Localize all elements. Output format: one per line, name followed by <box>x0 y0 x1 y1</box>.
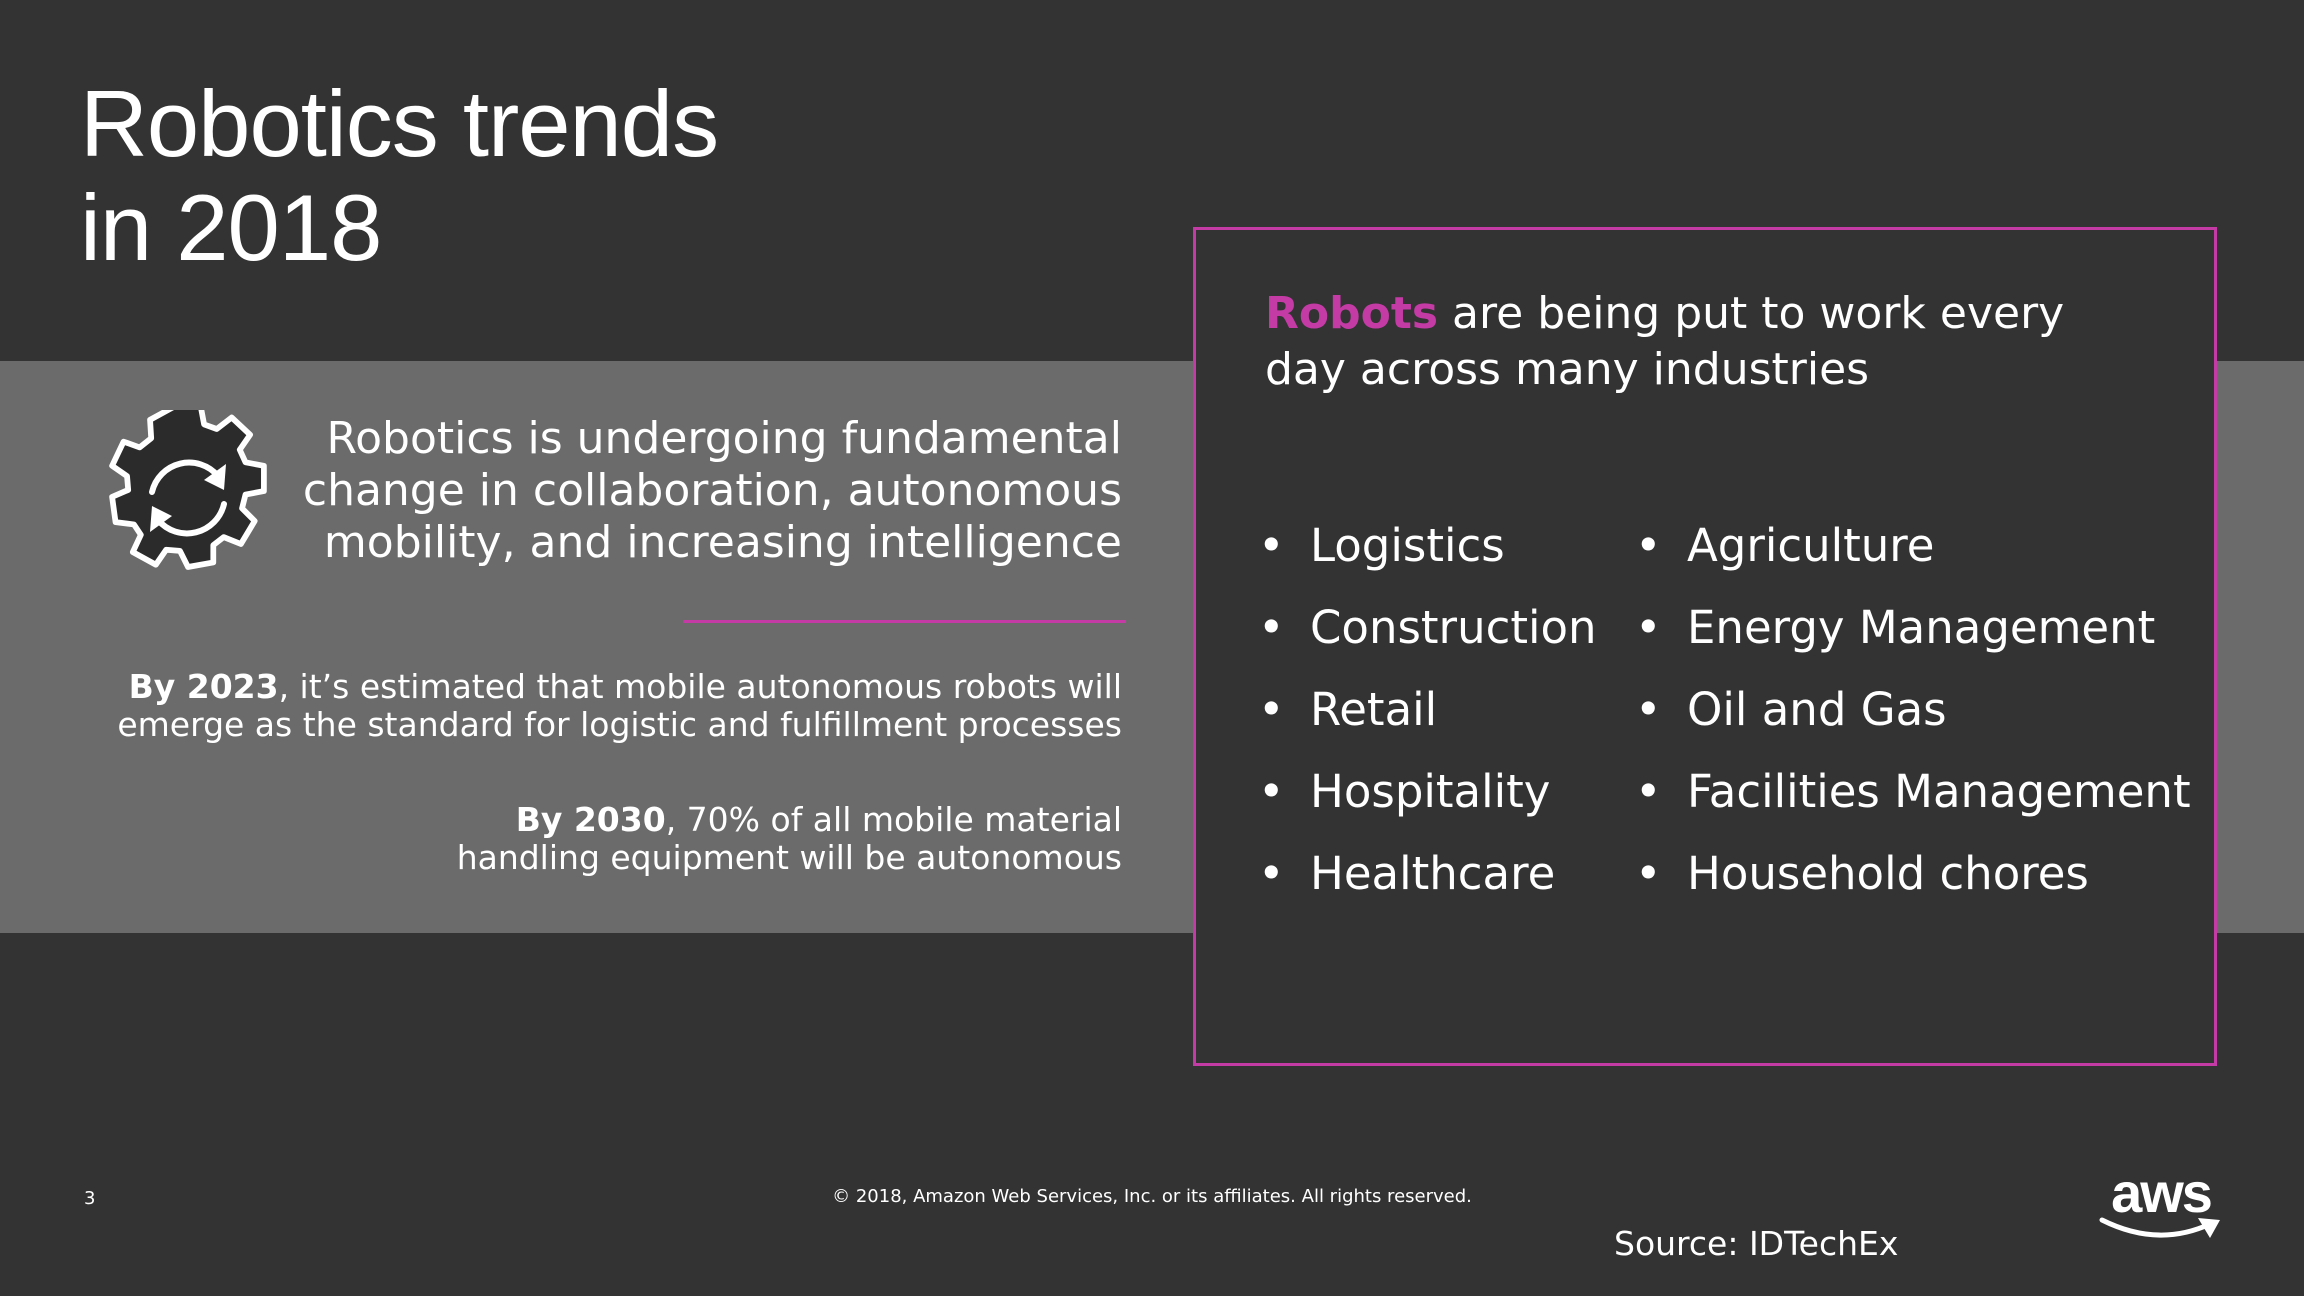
gear-refresh-icon <box>109 410 267 570</box>
accent-divider <box>683 620 1126 623</box>
list-item: • Logistics <box>1258 505 1597 587</box>
industry-label: Energy Management <box>1687 601 2156 654</box>
bullet: • <box>1258 683 1285 736</box>
bullet: • <box>1258 519 1285 572</box>
industry-label: Oil and Gas <box>1687 683 1947 736</box>
bullet: • <box>1635 847 1662 900</box>
aws-logo: aws <box>2096 1161 2226 1246</box>
industries-heading-line-2: day across many industries <box>1265 344 1870 395</box>
aws-logo-text: aws <box>2111 1161 2213 1224</box>
industries-box <box>1193 227 2217 1066</box>
stat-2023-line-2: emerge as the standard for logistic and … <box>117 705 1122 744</box>
list-item: • Oil and Gas <box>1635 669 2191 751</box>
bullet: • <box>1258 601 1285 654</box>
bullet: • <box>1635 519 1662 572</box>
industry-label: Facilities Management <box>1687 765 2191 818</box>
list-item: • Household chores <box>1635 833 2191 915</box>
headline-line-1: Robotics is undergoing fundamental <box>326 413 1122 464</box>
list-item: • Hospitality <box>1258 751 1597 833</box>
stat-2030-line-1: By 2030, 70% of all mobile material <box>110 801 1122 839</box>
industry-label: Retail <box>1310 683 1438 736</box>
industries-heading-text: are being put to work every <box>1438 288 2065 339</box>
industries-list-right: • Agriculture • Energy Management • Oil and… <box>1635 505 2191 915</box>
slide-title-line-1: Robotics trends <box>80 71 719 176</box>
page-number: 3 <box>84 1188 96 1209</box>
stat-2023: By 2023, it’s estimated that mobile auto… <box>110 668 1122 744</box>
stat-2030-line-2: handling equipment will be autonomous <box>456 838 1122 877</box>
list-item: • Facilities Management <box>1635 751 2191 833</box>
stat-2030-year: By 2030 <box>515 800 666 839</box>
industry-label: Hospitality <box>1310 765 1551 818</box>
industry-label: Logistics <box>1310 519 1505 572</box>
list-item: • Construction <box>1258 587 1597 669</box>
stat-2023-year: By 2023 <box>128 667 279 706</box>
industries-heading: Robots are being put to work every day a… <box>1265 286 2165 398</box>
list-item: • Agriculture <box>1635 505 2191 587</box>
list-item: • Energy Management <box>1635 587 2191 669</box>
industry-label: Construction <box>1310 601 1597 654</box>
slide-title: Robotics trends in 2018 <box>80 71 719 280</box>
bullet: • <box>1258 765 1285 818</box>
stat-2023-text: , it’s estimated that mobile autonomous … <box>278 667 1122 706</box>
list-item: • Healthcare <box>1258 833 1597 915</box>
source-note: Source: IDTechEx <box>1614 1224 1899 1263</box>
industry-label: Agriculture <box>1687 519 1935 572</box>
robots-highlight: Robots <box>1265 288 1439 339</box>
headline-line-3: mobility, and increasing intelligence <box>323 517 1122 568</box>
stat-2030-text: , 70% of all mobile material <box>665 800 1122 839</box>
list-item: • Retail <box>1258 669 1597 751</box>
slide-title-line-2: in 2018 <box>80 175 382 280</box>
aws-smile-icon <box>2099 1217 2220 1238</box>
copyright: © 2018, Amazon Web Services, Inc. or its… <box>832 1186 1472 1207</box>
bullet: • <box>1635 601 1662 654</box>
industries-heading-line-1: Robots are being put to work every <box>1265 286 2165 342</box>
bullet: • <box>1635 683 1662 736</box>
headline-line-2: change in collaboration, autonomous <box>302 465 1122 516</box>
bullet: • <box>1258 847 1285 900</box>
industries-list-left: • Logistics • Construction • Retail • Hospit… <box>1258 505 1597 915</box>
bullet: • <box>1635 765 1662 818</box>
stat-2030: By 2030, 70% of all mobile material hand… <box>110 801 1122 877</box>
headline: Robotics is undergoing fundamental chang… <box>290 413 1122 569</box>
industry-label: Healthcare <box>1310 847 1556 900</box>
industry-label: Household chores <box>1687 847 2089 900</box>
stat-2023-line-1: By 2023, it’s estimated that mobile auto… <box>110 668 1122 706</box>
